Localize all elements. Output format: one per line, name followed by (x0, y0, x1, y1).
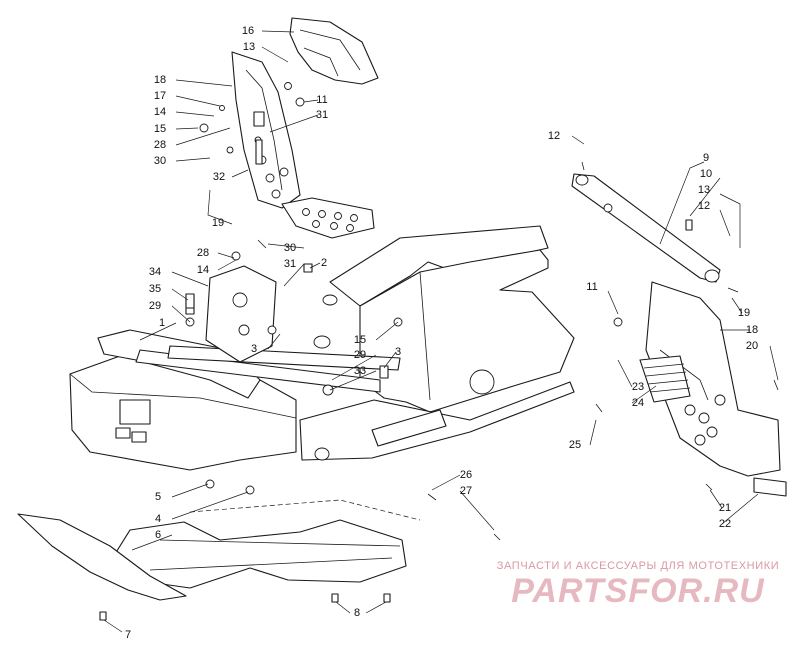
callout-c30b: 30 (284, 242, 296, 254)
callout-c29a: 29 (149, 300, 161, 312)
callout-c22: 22 (719, 518, 731, 530)
callout-c33: 33 (354, 365, 366, 377)
callout-c17: 17 (154, 90, 166, 102)
watermark-brand: PARTSFOR.RU (511, 572, 765, 610)
callout-c15b: 15 (354, 334, 366, 346)
callout-c29b: 29 (354, 349, 366, 361)
callout-c34: 34 (149, 266, 161, 278)
callout-c27: 27 (460, 485, 472, 497)
callout-c31b: 31 (284, 258, 296, 270)
callout-c23: 23 (632, 381, 644, 393)
callout-c3a: 3 (251, 343, 257, 355)
callout-c2: 2 (321, 257, 327, 269)
callout-c19a: 19 (212, 217, 224, 229)
callout-c5: 5 (155, 491, 161, 503)
callout-c7: 7 (125, 629, 131, 641)
callout-c3b: 3 (395, 346, 401, 358)
steering-support-assembly (199, 17, 379, 239)
callout-c13b: 13 (698, 184, 710, 196)
watermark-tagline: ЗАПЧАСТИ И АКСЕССУАРЫ ДЛЯ МОТОТЕХНИКИ (496, 560, 780, 572)
callout-c18a: 18 (154, 74, 166, 86)
callout-c10: 10 (700, 168, 712, 180)
callout-c18b: 18 (746, 324, 758, 336)
callout-c4: 4 (155, 513, 161, 525)
callout-c28b: 28 (197, 247, 209, 259)
belly-pan (17, 499, 421, 601)
right-footrest-panel (639, 281, 787, 497)
callout-c15a: 15 (154, 123, 166, 135)
callout-c8: 8 (354, 607, 360, 619)
callout-c11a: 11 (316, 94, 327, 106)
callout-c12b: 12 (698, 200, 710, 212)
callout-c31a: 31 (316, 109, 328, 121)
leader-lines (103, 30, 779, 633)
callout-c26: 26 (460, 469, 472, 481)
callout-c32: 32 (213, 171, 225, 183)
callout-c14a: 14 (154, 106, 166, 118)
callout-c13a: 13 (243, 41, 255, 53)
callout-c16: 16 (242, 25, 254, 37)
callout-c20: 20 (746, 340, 758, 352)
callout-c24: 24 (632, 397, 644, 409)
callout-c35: 35 (149, 283, 161, 295)
callout-c11b: 11 (586, 281, 597, 293)
callout-c1: 1 (159, 317, 165, 329)
rear-bar (571, 173, 721, 283)
callout-c14b: 14 (197, 264, 209, 276)
callout-c12a: 12 (548, 130, 560, 142)
callout-c19b: 19 (738, 307, 750, 319)
callout-c21: 21 (719, 502, 731, 514)
callout-c6: 6 (155, 529, 161, 541)
callout-c28a: 28 (154, 139, 166, 151)
callout-c30a: 30 (154, 155, 166, 167)
callout-c9: 9 (703, 152, 709, 164)
callout-c25: 25 (569, 439, 581, 451)
